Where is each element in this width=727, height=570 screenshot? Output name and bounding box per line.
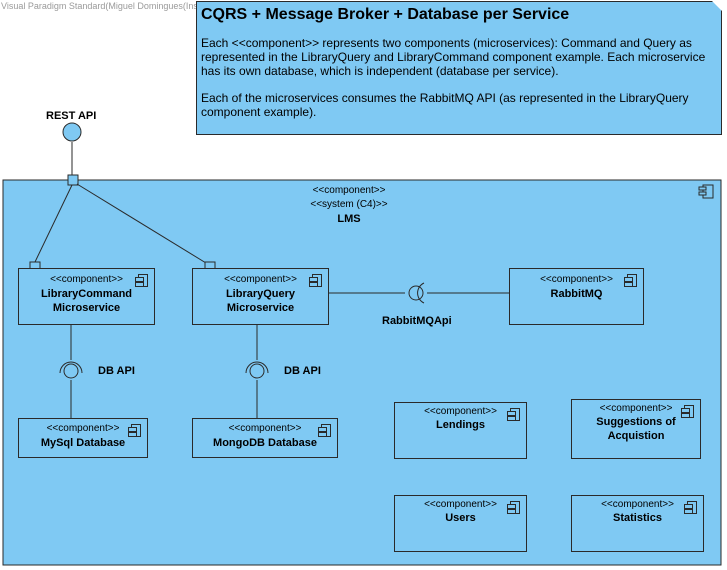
note-fold-corner [712,1,722,11]
note-title: CQRS + Message Broker + Database per Ser… [201,6,570,23]
mongodb-db-api-label: DB API [284,365,321,377]
mongodb-db-api-socket [245,361,269,374]
note-paragraph-1: Each <<component>> represents two compon… [201,36,706,78]
rabbitmq-name: RabbitMQ [550,288,603,300]
library-command-name: LibraryCommand [40,288,133,300]
lms-component-icon [698,184,714,199]
suggestions-component[interactable]: <<component>> Suggestions of Acquistion [571,399,701,459]
library-query-stereotype: <<component>> [224,274,297,285]
note-paragraph-2: Each of the microservices consumes the R… [201,91,689,119]
statistics-component[interactable]: <<component>> Statistics [571,495,704,552]
mysql-database-component[interactable]: <<component>> MySql Database [18,418,148,458]
lms-name: LMS [337,213,361,225]
lms-header: <<component>> <<system (C4)>> LMS [249,184,449,226]
component-icon [624,274,637,287]
component-icon [128,424,141,437]
component-icon [681,405,694,418]
rest-api-label: REST API [46,110,97,122]
statistics-name: Statistics [613,512,662,524]
suggestions-name: Suggestions of [596,416,676,428]
statistics-stereotype: <<component>> [601,499,674,510]
rabbitmq-required-socket [417,282,425,304]
mysql-stereotype: <<component>> [46,423,120,434]
mongodb-database-component[interactable]: <<component>> MongoDB Database [192,418,338,458]
lendings-stereotype: <<component>> [424,406,497,417]
mysql-db-api-socket [59,361,83,374]
library-command-stereotype: <<component>> [50,274,123,285]
rabbitmq-stereotype: <<component>> [540,274,613,285]
rest-api-port[interactable] [67,174,79,186]
rest-to-query-connector [76,183,207,264]
library-command-component[interactable]: <<component>> LibraryCommand Microservic… [18,268,155,325]
lms-stereotype-component: <<component>> [312,185,386,196]
rabbitmq-api-label: RabbitMQApi [382,315,452,327]
mongodb-name: MongoDB Database [213,437,317,449]
component-icon [318,424,331,437]
component-icon [684,501,697,514]
component-icon [309,274,322,287]
description-note: CQRS + Message Broker + Database per Ser… [196,1,722,135]
mysql-db-api-interface[interactable] [63,363,79,379]
suggestions-name-2: Acquistion [607,430,665,442]
library-query-name: LibraryQuery [225,288,296,300]
rabbitmq-provided-interface[interactable] [408,285,424,301]
library-query-name-2: Microservice [226,302,295,314]
users-stereotype: <<component>> [424,499,497,510]
rest-api-interface[interactable] [62,122,82,142]
lendings-name: Lendings [436,419,485,431]
mysql-db-api-label: DB API [98,365,135,377]
users-name: Users [445,512,476,524]
suggestions-stereotype: <<component>> [599,403,673,414]
lendings-component[interactable]: <<component>> Lendings [394,402,527,459]
mongodb-stereotype: <<component>> [228,423,302,434]
users-component[interactable]: <<component>> Users [394,495,527,552]
component-icon [135,274,148,287]
library-command-name-2: Microservice [52,302,121,314]
rest-to-command-connector [34,184,73,263]
component-icon [507,501,520,514]
library-query-component[interactable]: <<component>> LibraryQuery Microservice [192,268,329,325]
lms-stereotype-system: <<system (C4)>> [310,199,388,210]
rabbitmq-component[interactable]: <<component>> RabbitMQ [509,268,644,325]
component-icon [507,408,520,421]
watermark: Visual Paradigm Standard(Miguel Domingue… [1,1,358,11]
mysql-name: MySql Database [40,437,126,449]
mongodb-db-api-interface[interactable] [249,363,265,379]
